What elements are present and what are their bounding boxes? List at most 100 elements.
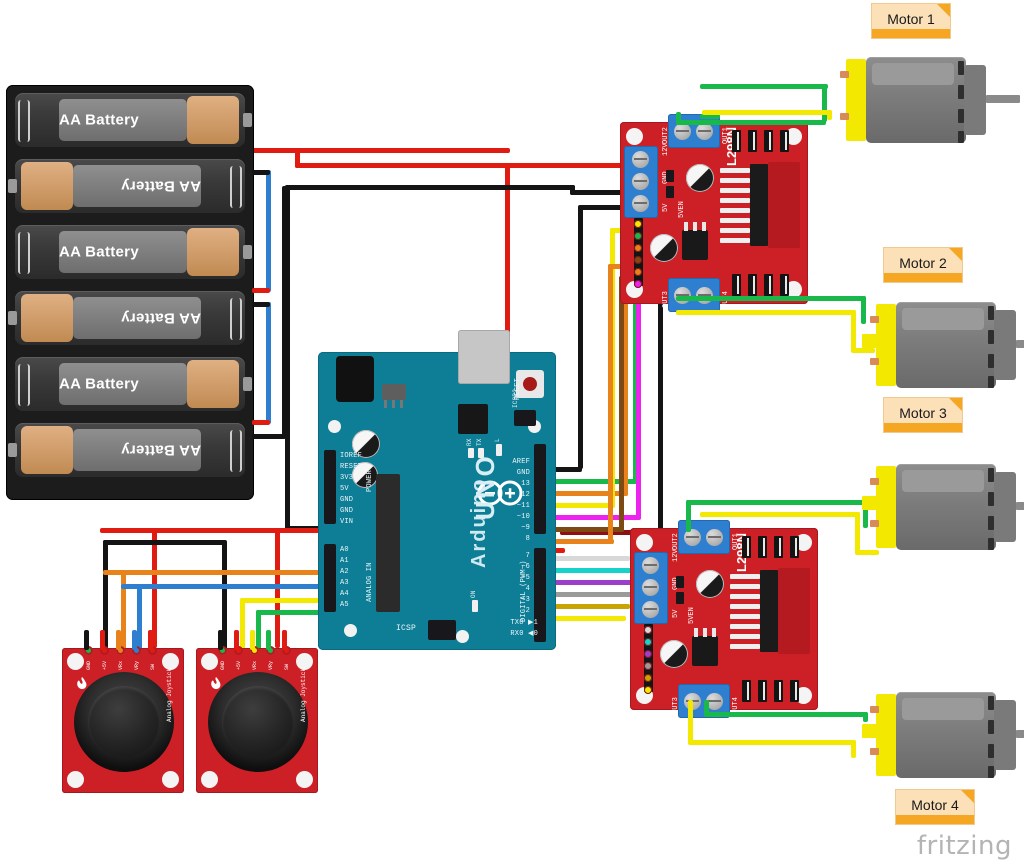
wire-m4-green-v — [704, 700, 709, 716]
microcontroller — [458, 404, 488, 434]
wire-joy1-lead-5v — [100, 630, 105, 650]
wire-joy2-lead-vry — [266, 630, 271, 650]
joystick-2[interactable]: GND +5V VRx VRy SW Analog Joystick — [196, 646, 318, 793]
digital-header-top[interactable] — [534, 444, 546, 534]
enable-label: 5VEN — [678, 201, 686, 218]
wire-m3-green — [686, 500, 868, 505]
l298n-driver-bottom[interactable]: OUT2 OUT1 12V GND 5V 5VEN L298N — [630, 520, 818, 718]
fritzing-watermark: fritzing — [916, 831, 1012, 861]
diode — [732, 274, 741, 296]
diode — [790, 680, 799, 702]
pin-label: ~10 — [516, 513, 530, 521]
power-12v-label: 12V — [662, 143, 670, 156]
battery-label: AA Battery — [121, 309, 201, 327]
diode — [758, 536, 767, 558]
icsp-header[interactable] — [428, 620, 456, 640]
terminal-out-bottom[interactable] — [668, 278, 720, 312]
motor-end-cap — [876, 466, 896, 548]
wire-batt-neg-h1 — [285, 185, 575, 190]
battery-cell: AA Battery — [15, 291, 245, 345]
motor-3[interactable] — [862, 462, 1024, 552]
pin-label: ~11 — [516, 502, 530, 510]
wire-m1-yellow-v — [827, 110, 832, 120]
flame-logo-icon — [210, 676, 222, 689]
joy2-pin-label: GND — [220, 660, 226, 670]
motor-end-cap — [846, 59, 866, 141]
usb-connector — [458, 330, 510, 384]
terminal-power[interactable] — [634, 552, 668, 624]
battery-cell: AA Battery — [15, 159, 245, 213]
joystick-1[interactable]: GND +5V VRx VRy SW Analog Joystick — [62, 646, 184, 793]
motor-4[interactable] — [862, 690, 1024, 780]
pin-label: ~9 — [521, 524, 530, 532]
wire-d9-h — [552, 527, 624, 532]
wire-joy1-vry-v — [137, 584, 142, 650]
digital-header-bottom[interactable] — [534, 548, 546, 642]
pin-label: VIN — [340, 518, 354, 526]
pin-label: 5V — [340, 485, 349, 493]
wire-m3-green-v — [686, 500, 691, 532]
wire-m1-green-link — [700, 114, 720, 119]
motor-1-label: Motor 1 — [887, 11, 935, 27]
wire-batt-j1b — [252, 288, 270, 293]
wire-m3-yellow-h2 — [855, 550, 879, 555]
wire-m1-green-drop — [822, 84, 827, 122]
motor-end-cap — [876, 304, 896, 386]
wire-joy1-lead-vry — [132, 630, 137, 650]
wire-d10-h — [552, 515, 640, 520]
wire-batt-neg-riser — [282, 186, 287, 436]
icsp2-header[interactable] — [514, 410, 536, 426]
wire-d2 — [552, 616, 626, 621]
diode — [790, 536, 799, 558]
capacitor — [686, 164, 714, 192]
pin-label: TX0 ▶1 — [510, 619, 538, 627]
wire-m2-green — [676, 296, 866, 301]
power-header[interactable] — [324, 450, 336, 524]
pin-label: 12 — [521, 491, 530, 499]
arduino-uno-board[interactable]: RESET ICSP2 ICSP RX TX L ON Arduino UNO … — [318, 330, 556, 650]
pin-label: ~5 — [521, 574, 530, 582]
diode — [780, 274, 789, 296]
analog-header[interactable] — [324, 544, 336, 612]
motor-1[interactable] — [840, 55, 1024, 145]
joystick-name: Analog Joystick — [166, 667, 173, 722]
wire-m3-green-drop — [863, 500, 868, 528]
motor-end-cap — [876, 694, 896, 776]
battery-holder[interactable]: AA Battery AA Battery AA Battery AA Batt… — [6, 85, 254, 500]
heatsink — [750, 164, 768, 246]
wire-batt-neg-v1 — [285, 185, 290, 530]
diode — [742, 536, 751, 558]
rx-led — [468, 448, 474, 458]
wire-m2-green-v — [861, 296, 866, 324]
joy2-pin-label: VRy — [268, 660, 274, 670]
wire-gnd-right-v — [658, 190, 663, 590]
wire-dgnd-v — [578, 207, 583, 469]
voltage-regulator — [382, 384, 406, 400]
pin-label: ~3 — [521, 596, 530, 604]
terminal-out-top[interactable] — [668, 114, 720, 148]
battery-label: AA Battery — [59, 375, 139, 393]
terminal-power[interactable] — [624, 146, 658, 218]
wire-joy-5v-h — [100, 528, 340, 533]
motor-2[interactable] — [862, 300, 1024, 390]
motor-2-note: Motor 2 — [884, 248, 962, 282]
logic-pin-header[interactable] — [634, 218, 643, 286]
wire-joy1-vrx-h — [103, 570, 335, 575]
reset-button[interactable] — [516, 370, 544, 398]
l298n-driver-top[interactable]: OUT2 OUT1 12V GND 5V 5VEN L298N — [620, 114, 808, 312]
wire-joy1-lead-gnd — [84, 630, 89, 650]
joy2-pin-label: +5V — [236, 660, 242, 670]
tx-label: TX — [476, 438, 483, 446]
digital-group-label: DIGITAL (PWM~) — [520, 560, 528, 622]
wire-joy2-gnd-v — [222, 540, 227, 652]
logic-pin-header[interactable] — [644, 624, 653, 692]
wire-joy2-vry-v — [256, 610, 261, 650]
battery-label: AA Battery — [121, 441, 201, 459]
wire-m1-yellow-h — [702, 110, 832, 115]
wire-joy2-lead-sw — [282, 630, 287, 650]
wire-joy2-vry-h — [256, 610, 336, 615]
wire-d12-h — [552, 491, 628, 496]
pin-label: 3V3 — [340, 474, 354, 482]
joy1-pin-label: SW — [150, 663, 156, 670]
diode — [764, 130, 773, 152]
